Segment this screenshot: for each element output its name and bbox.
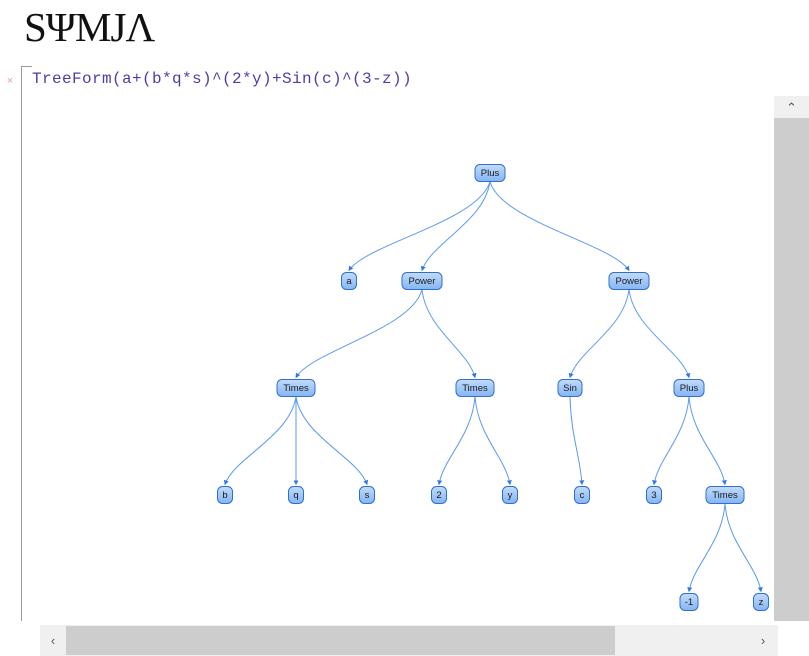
tree-node-box [455, 379, 495, 397]
tree-edge [295, 396, 369, 486]
tree-edge [421, 289, 477, 379]
tree-node-label: b [222, 490, 227, 501]
scroll-left-icon[interactable]: ‹ [40, 625, 66, 656]
tree-node-label: y [508, 490, 513, 501]
tree-node-label: -1 [685, 597, 693, 608]
vertical-scrollbar-thumb[interactable] [774, 118, 809, 621]
tree-edge [687, 503, 726, 593]
tree-node[interactable]: c [574, 486, 590, 504]
tree-edge [568, 289, 630, 379]
tree-edge [569, 396, 585, 486]
scroll-up-icon[interactable]: ⌃ [774, 96, 809, 118]
tree-node-label: c [580, 490, 585, 501]
tree-node-box [288, 486, 304, 504]
tree-node-label: q [293, 490, 298, 501]
tree-node-box [673, 379, 705, 397]
tree-node-box [705, 486, 745, 504]
cell-bracket[interactable] [21, 66, 32, 101]
tree-edge [652, 396, 690, 486]
tree-node[interactable]: Times [276, 379, 316, 397]
tree-node-box [646, 486, 662, 504]
tree-node-box [557, 379, 583, 397]
close-icon[interactable]: × [6, 75, 14, 87]
tree-node[interactable]: a [341, 272, 357, 290]
tree-node-label: 3 [651, 490, 656, 501]
tree-node-label: Power [616, 276, 643, 287]
tree-node[interactable]: Plus [474, 164, 506, 182]
tree-node-label: Times [712, 490, 738, 501]
tree-edge [420, 181, 491, 272]
tree-node[interactable]: s [359, 486, 375, 504]
tree-node[interactable]: z [753, 593, 769, 611]
tree-edge [628, 289, 691, 379]
tree-node-label: a [346, 276, 352, 287]
tree-node[interactable]: Power [608, 272, 650, 290]
tree-node-box [574, 486, 590, 504]
tree-edge [223, 396, 297, 486]
tree-edge [489, 181, 630, 272]
tree-node-box [608, 272, 650, 290]
tree-node-label: Sin [563, 383, 577, 394]
tree-edge [348, 181, 491, 272]
tree-node[interactable]: Times [455, 379, 495, 397]
tree-node[interactable]: Power [401, 272, 443, 290]
tree-node[interactable]: Times [705, 486, 745, 504]
tree-node-label: s [365, 490, 370, 501]
tree-node-label: Power [409, 276, 436, 287]
scrollbar-corner [778, 625, 809, 656]
tree-edge [295, 289, 423, 379]
tree-node-box [359, 486, 375, 504]
expression-input[interactable]: TreeForm(a+(b*q*s)^(2*y)+Sin(c)^(3-z)) [32, 70, 413, 88]
tree-edges [223, 181, 763, 593]
tree-node-label: 2 [436, 490, 441, 501]
tree-node-box [276, 379, 316, 397]
tree-node-label: Times [283, 383, 309, 394]
tree-node[interactable]: Plus [673, 379, 705, 397]
tree-node-box [341, 272, 357, 290]
tree-node[interactable]: y [502, 486, 518, 504]
tree-node[interactable]: b [217, 486, 233, 504]
tree-node-box [401, 272, 443, 290]
tree-node-box [474, 164, 506, 182]
tree-node-label: Plus [680, 383, 699, 394]
tree-node-box [679, 593, 699, 611]
tree-edge [688, 396, 727, 486]
tree-node[interactable]: q [288, 486, 304, 504]
tree-edge [437, 396, 476, 486]
scroll-right-icon[interactable]: › [748, 625, 778, 656]
tree-edge [724, 503, 763, 593]
input-cell-row: × TreeForm(a+(b*q*s)^(2*y)+Sin(c)^(3-z)) [0, 62, 809, 102]
tree-node[interactable]: Sin [557, 379, 583, 397]
tree-node-box [753, 593, 769, 611]
tree-node[interactable]: -1 [679, 593, 699, 611]
tree-node[interactable]: 3 [646, 486, 662, 504]
tree-node[interactable]: 2 [431, 486, 447, 504]
tree-node-box [431, 486, 447, 504]
tree-edge [474, 396, 512, 486]
tree-node-label: Plus [481, 168, 500, 179]
tree-node-box [217, 486, 233, 504]
panel-bottom-strip [21, 621, 40, 656]
tree-node-label: Times [462, 383, 488, 394]
horizontal-scrollbar-thumb[interactable] [66, 626, 615, 655]
tree-node-box [502, 486, 518, 504]
symja-logo: SΨMJΛ [24, 4, 155, 50]
tree-node-label: z [759, 597, 764, 608]
